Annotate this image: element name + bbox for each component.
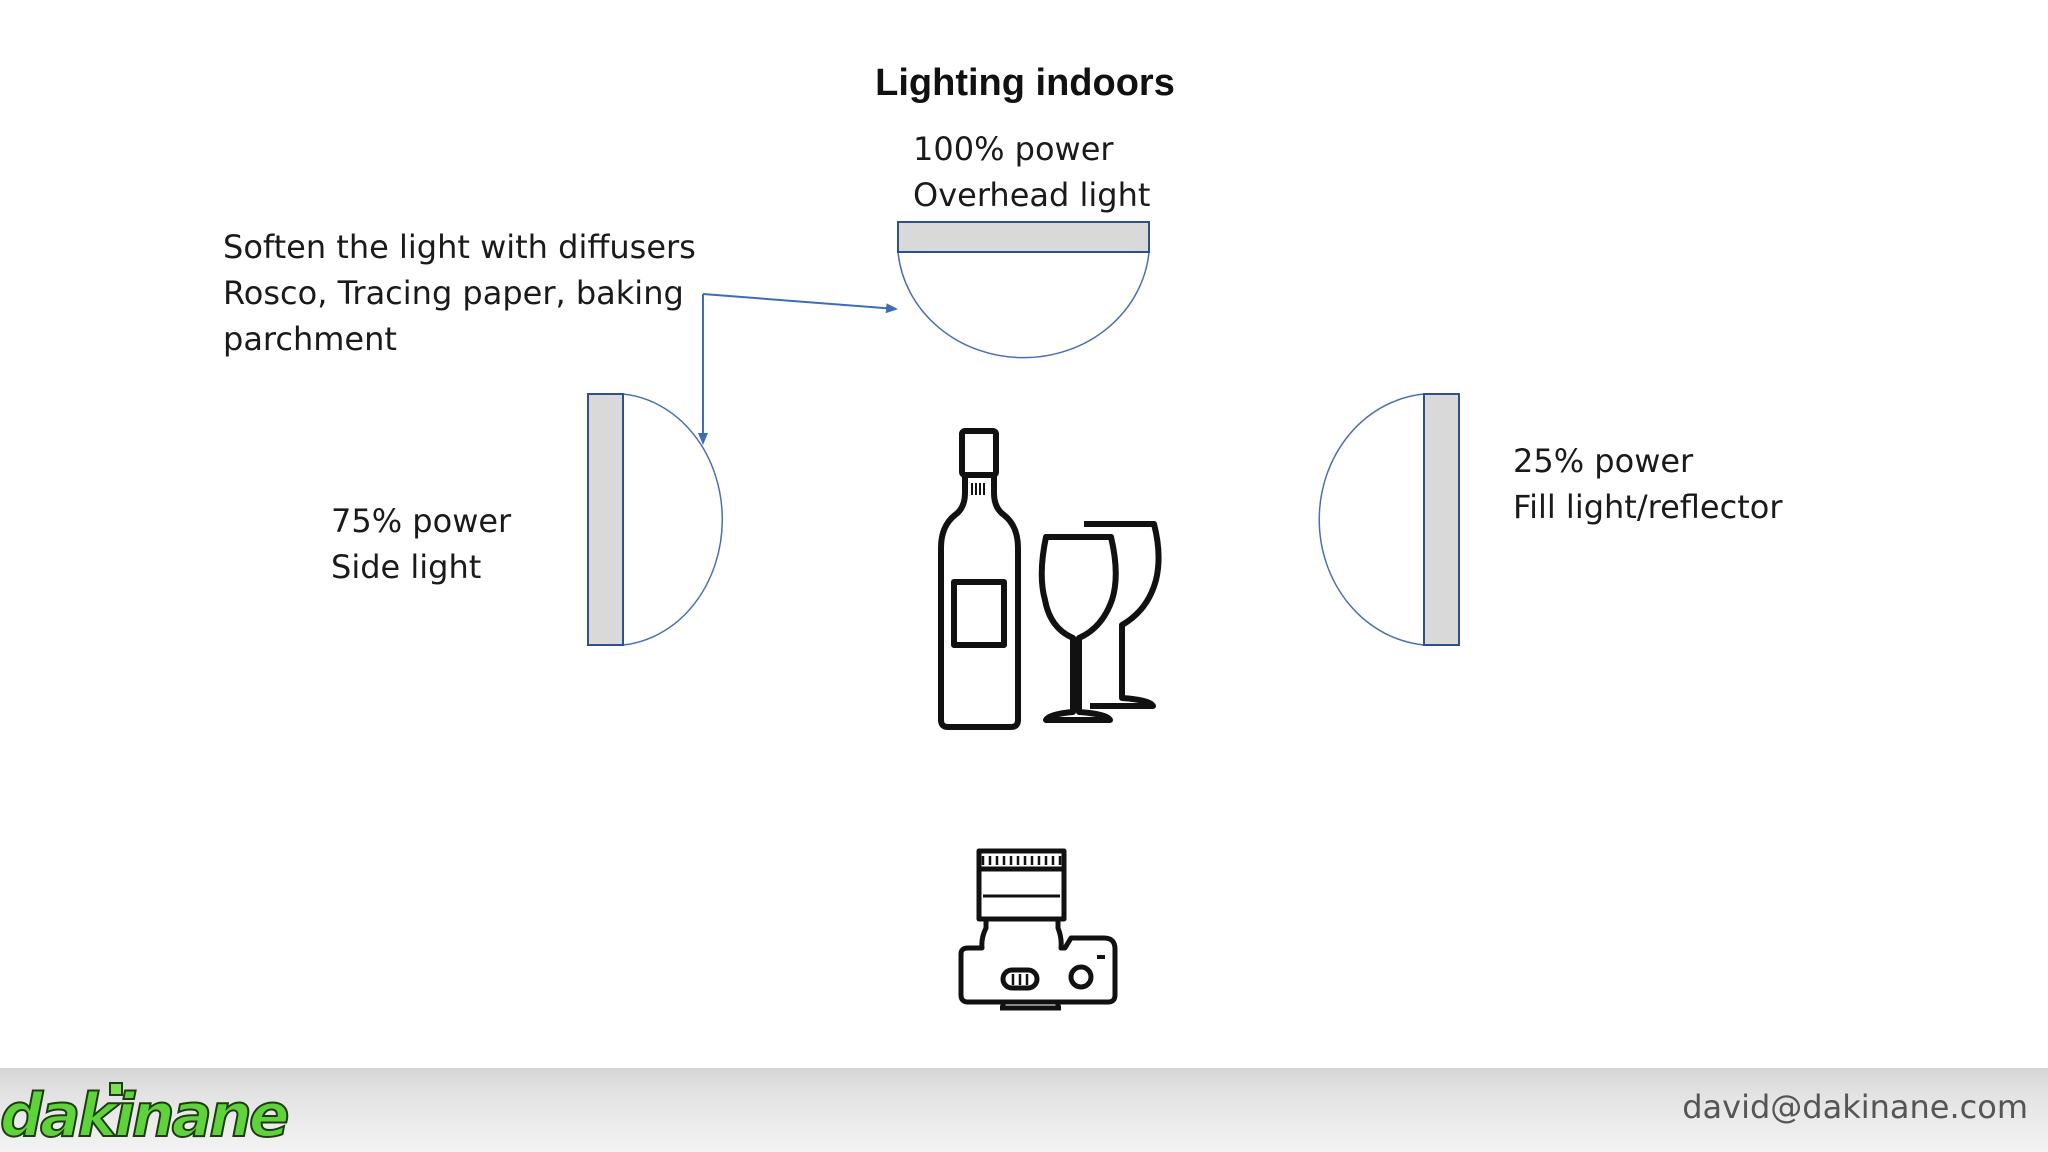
overhead-light-beam — [897, 251, 1150, 359]
diffuser-note-line-1: Soften the light with diffusers — [223, 228, 696, 266]
diffuser-note-line-3: parchment — [223, 320, 397, 358]
side-light-label: 75% power Side light — [331, 498, 511, 590]
contact-email: david@dakinane.com — [1682, 1088, 2028, 1126]
side-light-panel — [587, 393, 624, 646]
wine-glass-icon-back — [1084, 521, 1162, 709]
overhead-light-name: Overhead light — [913, 176, 1151, 214]
fill-light-label: 25% power Fill light/reflector — [1513, 438, 1782, 530]
camera-icon — [958, 848, 1118, 1011]
diagram-title: Lighting indoors — [875, 62, 1175, 104]
dakinane-logo: dakinane — [0, 1068, 291, 1152]
side-light-name: Side light — [331, 548, 482, 586]
fill-light-power: 25% power — [1513, 442, 1694, 480]
overhead-light-power: 100% power — [913, 130, 1114, 168]
side-light — [587, 393, 724, 646]
overhead-light-label: 100% power Overhead light — [913, 126, 1150, 218]
diagram-title-wrap: Lighting indoors — [860, 62, 1190, 105]
fill-light-panel — [1423, 393, 1460, 646]
wine-bottle-icon — [938, 428, 1021, 730]
side-light-beam — [622, 393, 724, 646]
dakinane-logo-text: dakinane — [0, 1080, 291, 1152]
fill-light — [1318, 393, 1460, 646]
diffuser-note-line-2: Rosco, Tracing paper, baking — [223, 274, 684, 312]
diffuser-note: Soften the light with diffusers Rosco, T… — [223, 224, 696, 362]
side-light-power: 75% power — [331, 502, 512, 540]
arrow-to-overhead — [702, 293, 898, 314]
logo-dot-icon — [109, 1082, 123, 1096]
fill-light-name: Fill light/reflector — [1513, 488, 1783, 526]
footer-bar: dakinane david@dakinane.com — [0, 1068, 2048, 1152]
fill-light-beam — [1318, 393, 1425, 646]
overhead-light-panel — [897, 221, 1150, 253]
diffuser-arrows — [698, 293, 898, 445]
overhead-light — [897, 221, 1150, 359]
wine-glass-icon — [1038, 534, 1119, 723]
